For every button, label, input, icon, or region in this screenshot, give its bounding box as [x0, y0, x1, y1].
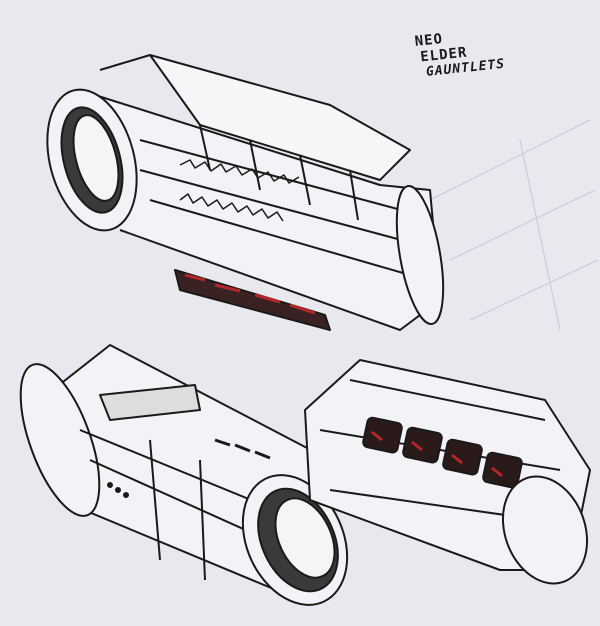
bottom-right-gauntlet	[304, 359, 591, 585]
sketch-title: NEO ELDER GAUNTLETS	[414, 25, 506, 82]
faint-sketch-lines	[429, 119, 599, 331]
top-gauntlet	[46, 54, 445, 331]
bottom-left-gauntlet	[19, 344, 349, 606]
